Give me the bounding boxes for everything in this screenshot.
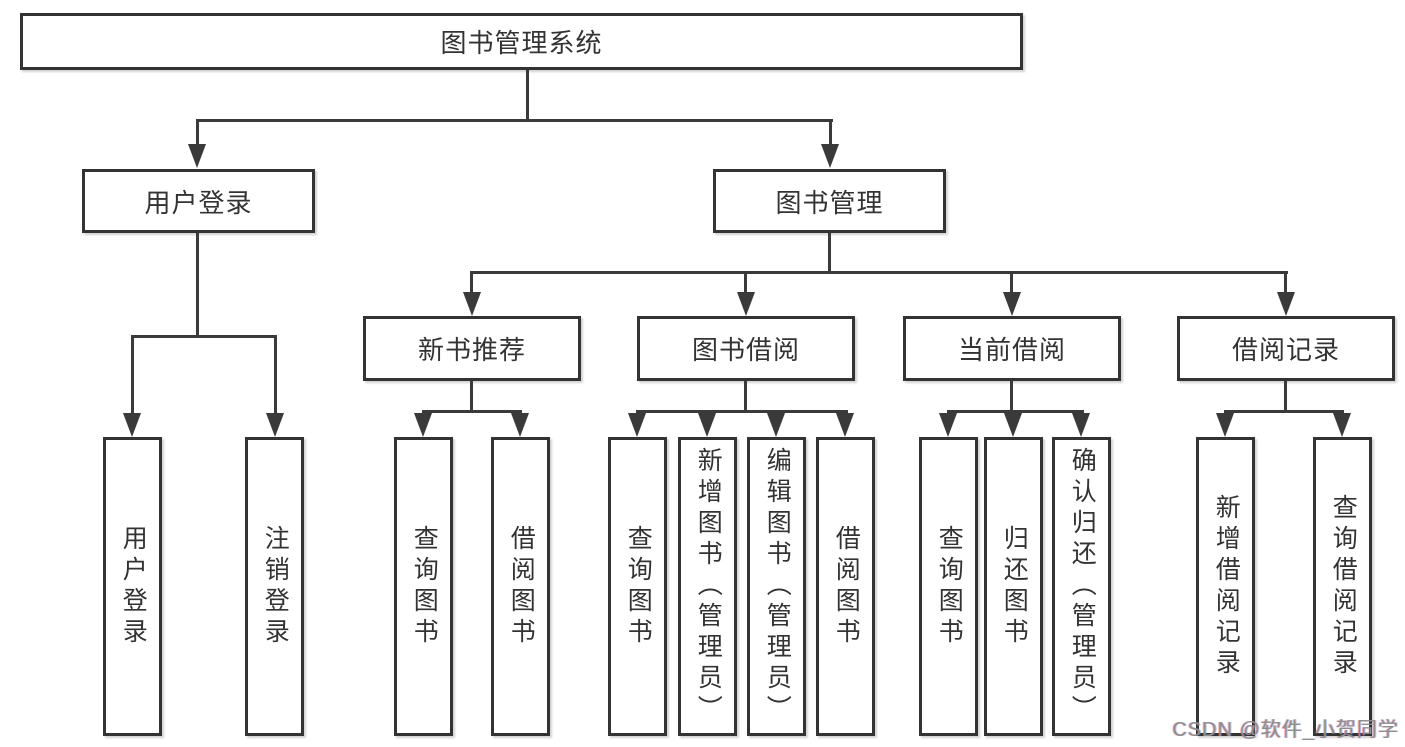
leaf-logout-label: 注销登录 (261, 524, 290, 649)
node-book-management-label: 图书管理 (775, 187, 884, 218)
connector-line (1010, 271, 1013, 295)
leaf-newbook-query-books-label: 查询图书 (410, 524, 439, 649)
leaf-return-books-label: 归还图书 (1000, 524, 1029, 649)
connector-line (947, 410, 1084, 413)
leaf-add-borrow-record-label: 新增借阅记录 (1212, 493, 1241, 680)
arrowhead-down-icon (1003, 292, 1021, 316)
connector-line (1224, 410, 1344, 413)
node-user-login-label: 用户登录 (144, 187, 253, 218)
arrowhead-down-icon (737, 292, 755, 316)
node-book-borrowing: 图书借阅 (637, 316, 855, 381)
node-new-book-recommend-label: 新书推荐 (417, 335, 526, 365)
node-borrow-records: 借阅记录 (1177, 316, 1395, 381)
leaf-borrowing-query-books: 查询图书 (608, 437, 667, 736)
arrowhead-down-icon (511, 413, 529, 437)
leaf-query-borrow-record: 查询借阅记录 (1313, 437, 1372, 736)
arrowhead-down-icon (1216, 413, 1234, 437)
node-library-system-label: 图书管理系统 (440, 28, 603, 58)
connector-line (744, 381, 747, 412)
arrowhead-down-icon (821, 144, 839, 168)
arrowhead-down-icon (628, 413, 646, 437)
node-user-login: 用户登录 (82, 169, 315, 233)
connector-line (526, 70, 529, 121)
arrowhead-down-icon (1333, 413, 1351, 437)
leaf-add-borrow-record: 新增借阅记录 (1196, 437, 1255, 736)
node-current-borrowing-label: 当前借阅 (957, 335, 1066, 365)
arrowhead-down-icon (1072, 413, 1090, 437)
node-borrow-records-label: 借阅记录 (1231, 335, 1340, 365)
arrowhead-down-icon (698, 413, 716, 437)
arrowhead-down-icon (1004, 413, 1022, 437)
connector-line (1010, 381, 1013, 412)
leaf-edit-books-admin-label: 编辑图书（管理员） (763, 447, 792, 726)
arrowhead-down-icon (1277, 292, 1295, 316)
arrowhead-down-icon (939, 413, 957, 437)
leaf-newbook-borrow-books: 借阅图书 (491, 437, 550, 736)
connector-line (829, 119, 832, 147)
leaf-current-query-books: 查询图书 (919, 437, 978, 736)
connector-line (636, 410, 848, 413)
leaf-borrowing-borrow-books: 借阅图书 (816, 437, 875, 736)
connector-line (196, 119, 833, 122)
node-book-borrowing-label: 图书借阅 (691, 335, 800, 365)
leaf-add-books-admin-label: 新增图书（管理员） (694, 447, 723, 726)
arrowhead-down-icon (463, 292, 481, 316)
node-book-management: 图书管理 (713, 169, 946, 233)
connector-line (744, 271, 747, 295)
leaf-user-login: 用户登录 (103, 437, 162, 736)
arrowhead-down-icon (266, 413, 284, 437)
connector-line (274, 335, 277, 415)
node-new-book-recommend: 新书推荐 (363, 316, 581, 381)
arrowhead-down-icon (123, 413, 141, 437)
leaf-confirm-return-admin: 确认归还（管理员） (1052, 437, 1111, 736)
arrowhead-down-icon (767, 413, 785, 437)
connector-line (470, 271, 1288, 274)
leaf-borrowing-query-books-label: 查询图书 (624, 524, 653, 649)
leaf-query-borrow-record-label: 查询借阅记录 (1329, 493, 1358, 680)
connector-line (1284, 381, 1287, 412)
arrowhead-down-icon (836, 413, 854, 437)
leaf-current-query-books-label: 查询图书 (935, 524, 964, 649)
connector-line (1284, 271, 1287, 295)
leaf-edit-books-admin: 编辑图书（管理员） (747, 437, 806, 736)
leaf-return-books: 归还图书 (984, 437, 1043, 736)
connector-line (828, 233, 831, 273)
leaf-newbook-borrow-books-label: 借阅图书 (507, 524, 536, 649)
arrowhead-down-icon (188, 144, 206, 168)
connector-line (470, 271, 473, 295)
node-library-system: 图书管理系统 (20, 13, 1023, 70)
connector-line (131, 335, 277, 338)
node-current-borrowing: 当前借阅 (903, 316, 1121, 381)
leaf-borrowing-borrow-books-label: 借阅图书 (832, 524, 861, 649)
connector-line (422, 410, 522, 413)
leaf-newbook-query-books: 查询图书 (394, 437, 453, 736)
leaf-logout: 注销登录 (245, 437, 304, 736)
connector-line (470, 381, 473, 412)
connector-line (196, 233, 199, 337)
arrowhead-down-icon (414, 413, 432, 437)
leaf-confirm-return-admin-label: 确认归还（管理员） (1068, 447, 1097, 726)
leaf-user-login-label: 用户登录 (119, 524, 148, 649)
csdn-watermark: CSDN @软件_小贺同学 (1172, 719, 1399, 741)
leaf-add-books-admin: 新增图书（管理员） (678, 437, 737, 736)
connector-line (131, 335, 134, 415)
connector-line (196, 119, 199, 147)
